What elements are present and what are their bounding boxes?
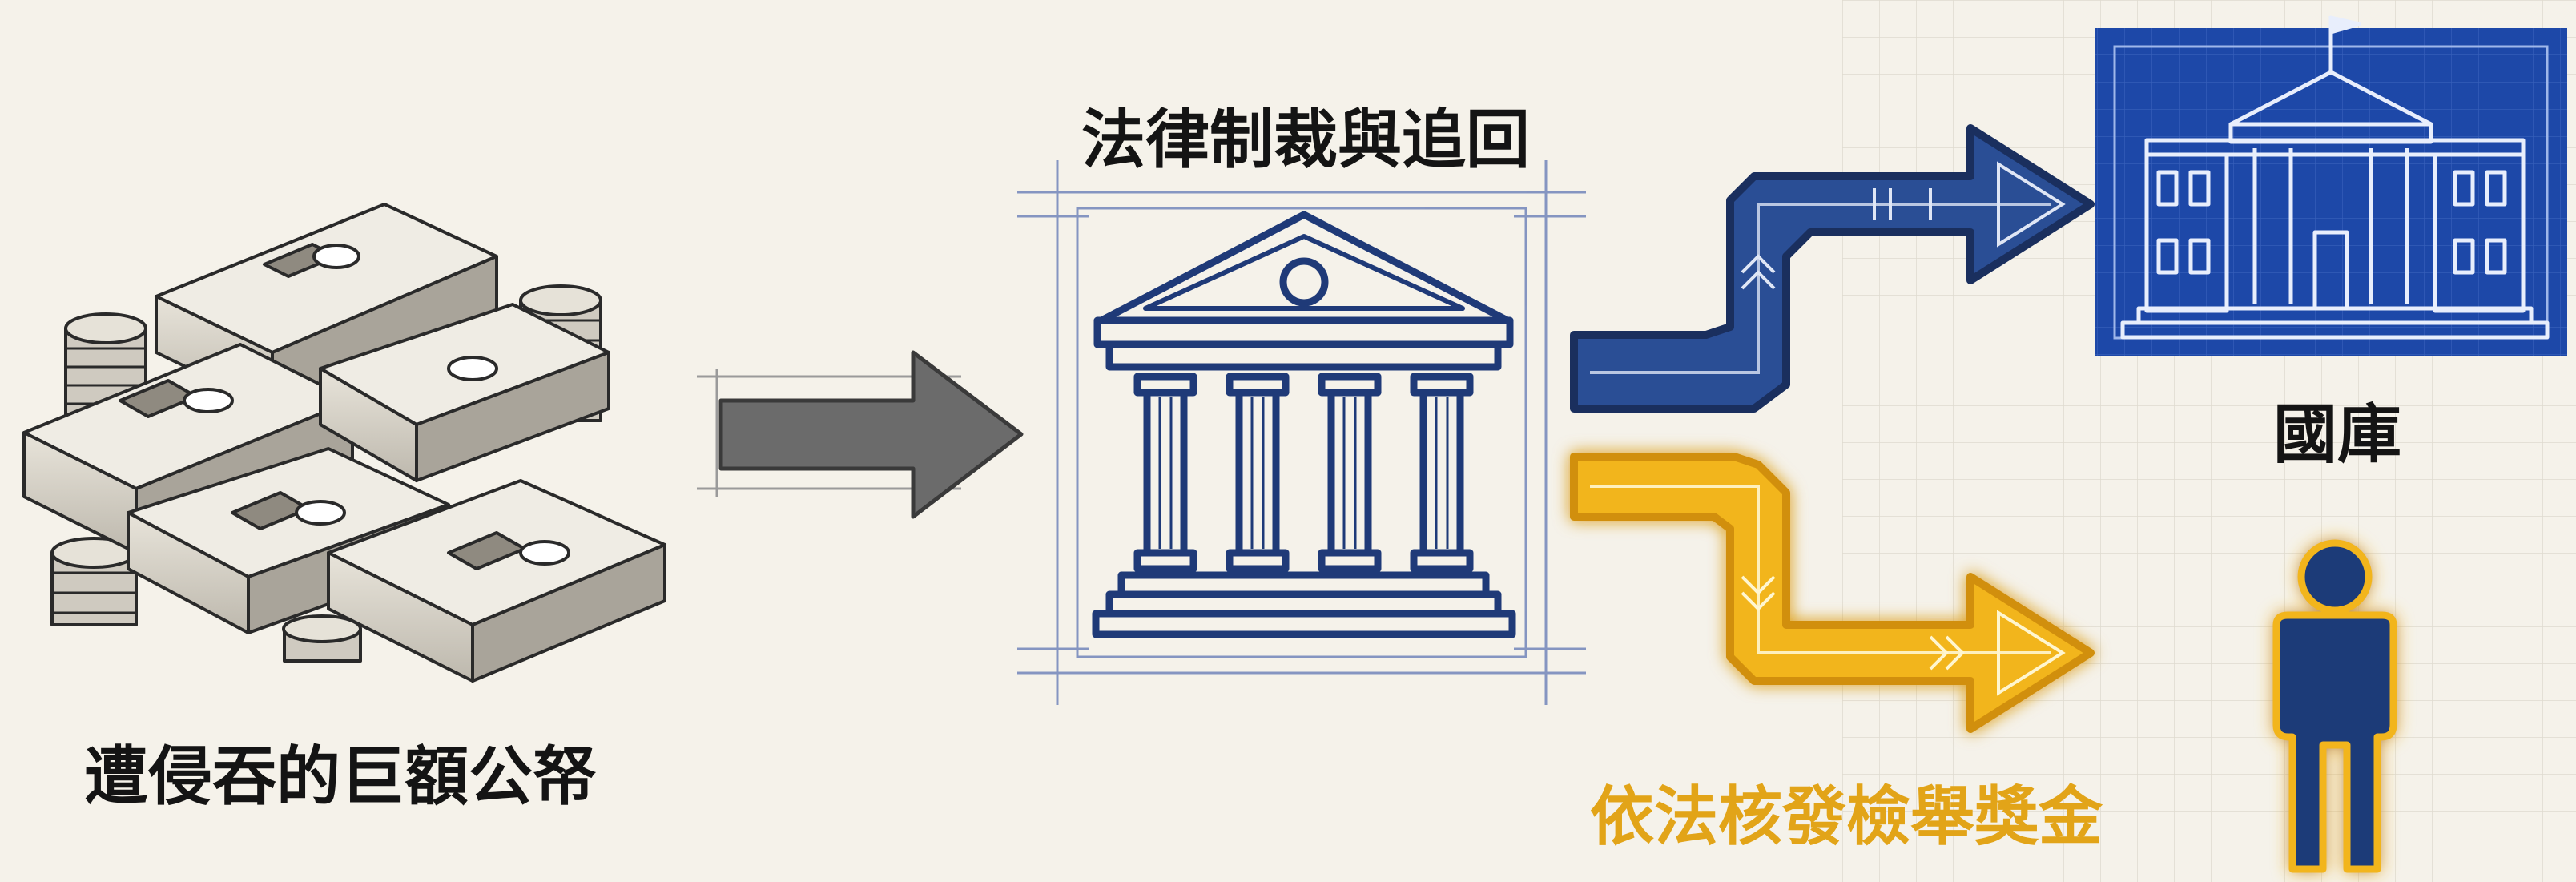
embezzled-funds-label: 遭侵吞的巨額公帑: [84, 739, 597, 814]
courthouse-icon: [1017, 160, 1586, 705]
legal-sanction-label: 法律制裁與追回: [1081, 103, 1530, 177]
treasury-building-icon: [2095, 15, 2567, 356]
cash-bundle-icon: [327, 479, 666, 683]
person-icon: [2272, 539, 2397, 873]
treasury-label: 國庫: [2273, 397, 2401, 472]
money-stack-icon: [22, 203, 666, 683]
cash-bundle-icon: [319, 303, 610, 482]
arrow-right-icon: [697, 350, 1024, 519]
treasury-flow-arrow: [1570, 124, 2095, 413]
whistleblower-reward-label: 依法核發檢舉獎金: [1590, 779, 2103, 854]
reward-flow-arrow: [1570, 453, 2095, 733]
